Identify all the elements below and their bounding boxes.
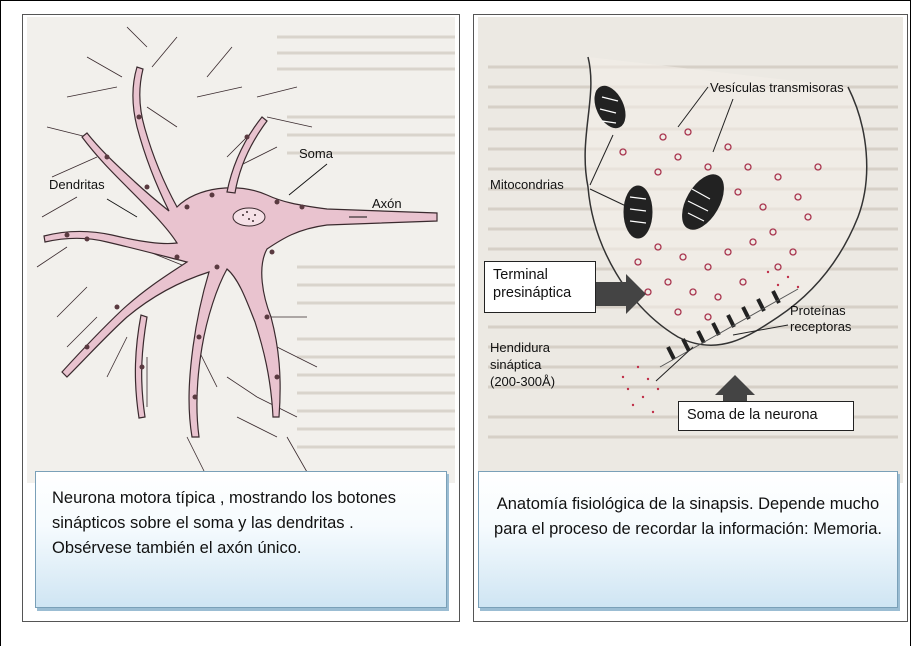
- receptor-proteins-label-line: receptoras: [790, 319, 852, 334]
- receptor-proteins-label-line: Proteínas: [790, 303, 846, 318]
- soma-label: Soma: [299, 146, 334, 161]
- vesicles-label: Vesículas transmisoras: [710, 80, 844, 95]
- synapse-figure-panel: Vesículas transmisoras Mitocondrias Prot…: [473, 14, 908, 622]
- mitochondria-label: Mitocondrias: [490, 177, 564, 192]
- synaptic-cleft-label-line: (200-300Å): [490, 374, 555, 389]
- dendrites-label: Dendritas: [49, 177, 105, 192]
- presynaptic-terminal-label: Terminal presináptica: [484, 261, 596, 313]
- nucleus: [233, 208, 265, 226]
- neuron-diagram: Soma Dendritas Axón: [27, 17, 455, 483]
- neuron-soma-label: Soma de la neurona: [678, 401, 854, 431]
- synaptic-cleft-label-line: sináptica: [490, 357, 542, 372]
- receptor-proteins-label: Proteínas receptoras: [790, 303, 852, 334]
- neuron-caption: Neurona motora típica , mostrando los bo…: [35, 471, 447, 608]
- axon-label: Axón: [372, 196, 402, 211]
- synapse-illustration: Vesículas transmisoras Mitocondrias Prot…: [478, 17, 903, 483]
- neuron-illustration: Soma Dendritas Axón: [27, 17, 455, 483]
- neuron-figure-panel: Soma Dendritas Axón Neurona motora típic…: [22, 14, 460, 622]
- synaptic-cleft-label-line: Hendidura: [490, 340, 551, 355]
- synapse-caption: Anatomía fisiológica de la sinapsis. Dep…: [478, 471, 898, 608]
